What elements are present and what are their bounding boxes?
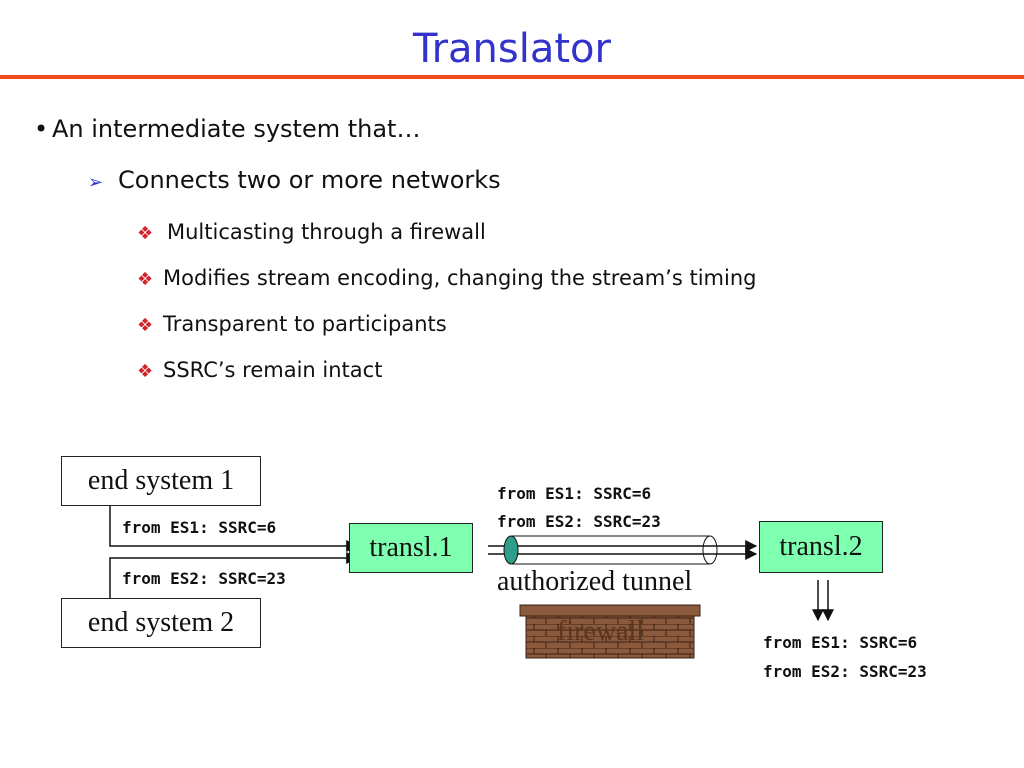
arrow-bullet-icon: ➢ [88, 172, 104, 193]
bullet-level3-text: SSRC’s remain intact [163, 358, 383, 382]
bullet-level3-text: Modifies stream encoding, changing the s… [163, 266, 757, 290]
firewall-label: firewall [557, 616, 645, 647]
diamond-bullet-icon: ❖ [137, 269, 154, 290]
bullet-level3-item: ❖ Modifies stream encoding, changing the … [137, 266, 756, 290]
translator-1-box: transl.1 [349, 523, 473, 573]
end-system-1-box: end system 1 [61, 456, 261, 506]
bullet-level3-text: Multicasting through a firewall [167, 220, 486, 244]
bullet-level3-item: ❖ Transparent to participants [137, 312, 447, 336]
translator-2-label: transl.2 [779, 531, 863, 562]
tunnel-label-es1: from ES1: SSRC=6 [497, 484, 652, 503]
bullet-level3-item: ❖ SSRC’s remain intact [137, 358, 382, 382]
diamond-bullet-icon: ❖ [137, 315, 154, 336]
bullet-level2-text: Connects two or more networks [118, 166, 501, 194]
input-label-es1: from ES1: SSRC=6 [122, 518, 277, 537]
tunnel-caption: authorized tunnel [497, 566, 693, 597]
bullet-dot-icon: • [34, 115, 49, 143]
end-system-1-label: end system 1 [87, 465, 235, 496]
end-system-2-label: end system 2 [87, 607, 235, 638]
bullet-level1: •An intermediate system that… [34, 115, 420, 143]
link-es2-transl1 [109, 552, 359, 598]
bullet-level2: ➢ Connects two or more networks [88, 166, 501, 194]
input-label-es2: from ES2: SSRC=23 [122, 569, 286, 588]
firewall-cap [519, 604, 701, 617]
tunnel-label-es2: from ES2: SSRC=23 [497, 512, 661, 531]
bullet-level3-item: ❖ Multicasting through a firewall [137, 220, 486, 244]
translator-1-label: transl.1 [369, 532, 453, 563]
bullet-level1-text: An intermediate system that… [52, 115, 421, 143]
firewall-wall [525, 615, 695, 659]
output-label-es2: from ES2: SSRC=23 [763, 662, 927, 681]
slide-title: Translator [413, 26, 611, 72]
output-label-es1: from ES1: SSRC=6 [763, 633, 918, 652]
bullet-level3-text: Transparent to participants [163, 312, 447, 336]
diamond-bullet-icon: ❖ [137, 361, 154, 382]
tunnel-end-near [503, 535, 519, 565]
end-system-2-box: end system 2 [61, 598, 261, 648]
diamond-bullet-icon: ❖ [137, 223, 154, 244]
translator-2-box: transl.2 [759, 521, 883, 573]
tunnel-end-far [702, 535, 718, 565]
link-es1-transl1 [109, 506, 359, 552]
title-rule [0, 75, 1024, 79]
